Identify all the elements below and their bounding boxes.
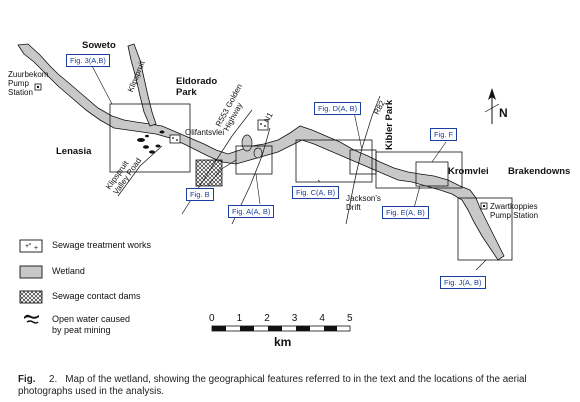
label-jacksons-drift: Jackson's Drift [346, 194, 381, 212]
north-arrow [484, 88, 500, 124]
fig-ref-e[interactable]: Fig. E(A, B) [382, 206, 429, 219]
legend-wetland-swatch [19, 265, 43, 279]
scale-tick-1: 1 [236, 313, 243, 324]
figure-ref-connectors [89, 61, 487, 271]
aerial-photo-frames [109, 103, 513, 261]
north-label: N [499, 106, 508, 120]
legend-open-water-icon [24, 314, 39, 319]
wetland-patch [241, 134, 253, 152]
fig-ref-j[interactable]: Fig. J(A, B) [440, 276, 486, 289]
legend-contact-dam-swatch [19, 290, 43, 304]
fig-ref-b[interactable]: Fig. B [186, 188, 214, 201]
wetland-patch [253, 147, 263, 159]
caption-text: Map of the wetland, showing the geograph… [18, 374, 527, 397]
caption-number: 2. [49, 374, 58, 385]
scale-tick-3: 3 [291, 313, 298, 324]
scale-unit: km [274, 335, 292, 349]
fig-ref-f[interactable]: Fig. F [430, 128, 458, 141]
svg-text:+: + [34, 245, 38, 252]
legend-label-open-water: Open water caused by peat mining [52, 314, 131, 335]
peat-mining-water [137, 130, 165, 154]
svg-text:+: + [25, 243, 29, 250]
scale-bar [211, 325, 351, 332]
figure-caption: Fig. 2. Map of the wetland, showing the … [18, 374, 570, 398]
caption-label: Fig. [18, 374, 36, 385]
klipspruit-tributary [127, 43, 157, 127]
sewage-works-map-icon [169, 119, 269, 144]
scale-tick-5: 5 [347, 313, 353, 324]
fig-ref-d[interactable]: Fig. D(A, B) [314, 102, 362, 115]
legend-label-contact-dams: Sewage contact dams [52, 291, 141, 301]
legend-swatches: + + [19, 239, 43, 324]
label-kromvlei: Kromvlei [448, 166, 489, 177]
fig-ref-3ab[interactable]: Fig. 3(A,B) [66, 54, 110, 67]
label-zwartkoppies: Zwartkoppies Pump Station [490, 202, 539, 220]
scale-tick-0: 0 [209, 313, 215, 324]
legend-sewage-works-swatch [19, 239, 43, 253]
label-soweto: Soweto [82, 40, 116, 51]
label-lenasia: Lenasia [56, 146, 92, 157]
legend-label-wetland: Wetland [52, 266, 85, 276]
fig-ref-c[interactable]: Fig. C(A, B) [292, 186, 340, 199]
scale-tick-4: 4 [319, 313, 325, 324]
label-eldorado-park: Eldorado Park [176, 76, 218, 98]
label-olifantsvlei: Olifantsvlei [185, 128, 225, 137]
scale-tick-2: 2 [264, 313, 270, 324]
label-brakendowns: Brakendowns [508, 166, 571, 177]
fig-ref-a[interactable]: Fig. A(A, B) [228, 205, 275, 218]
label-kibler-park: Kibler Park [384, 99, 395, 150]
legend-label-sewage-works: Sewage treatment works [52, 240, 152, 250]
label-zuurbekom: Zuurbekom Pump Station [8, 70, 49, 97]
pump-station-icon [34, 83, 488, 210]
